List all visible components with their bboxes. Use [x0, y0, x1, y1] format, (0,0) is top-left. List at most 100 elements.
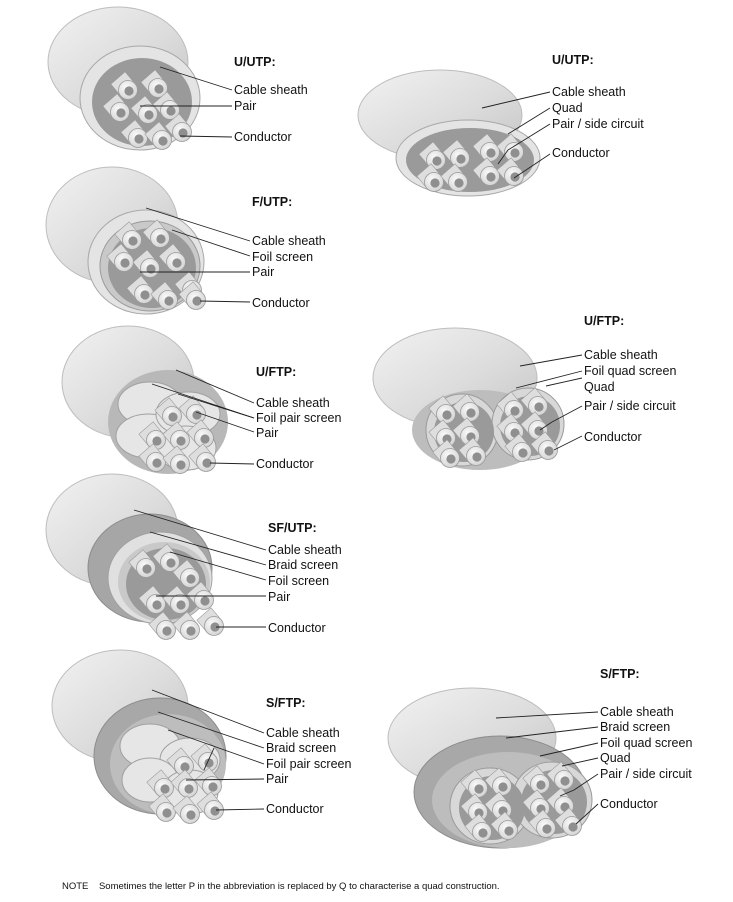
conductor-core	[142, 564, 152, 574]
label-braid-screen: Braid screen	[268, 558, 338, 572]
conductor-core	[176, 436, 186, 446]
conductor-core	[166, 106, 176, 116]
u-utp-pair-cable: U/UTP: Cable sheath Pair Conductor	[47, 6, 308, 151]
conductor-core	[162, 808, 172, 818]
conductor-core	[116, 108, 126, 118]
cores	[128, 543, 224, 640]
conductor-core	[176, 460, 186, 470]
diagram-title: U/UTP:	[552, 53, 594, 67]
conductor-core	[454, 178, 464, 188]
cores	[138, 395, 216, 474]
conductor-core	[472, 452, 482, 462]
label-foil-quad-screen: Foil quad screen	[584, 364, 676, 378]
label-pair: Pair	[234, 99, 256, 113]
label-cable-sheath: Cable sheath	[268, 543, 342, 557]
cores	[102, 69, 192, 150]
conductor-core	[200, 596, 210, 606]
conductor-core	[474, 784, 484, 794]
label-cable-sheath: Cable sheath	[234, 83, 308, 97]
conductor-core	[202, 458, 212, 468]
conductor-core	[152, 600, 162, 610]
label-braid-screen: Braid screen	[266, 741, 336, 755]
conductor-core	[184, 784, 194, 794]
conductor-core	[162, 626, 172, 636]
conductor-core	[498, 782, 508, 792]
cores	[106, 219, 206, 310]
cores	[428, 387, 558, 468]
cable-drawing	[372, 327, 565, 470]
diagram-title: U/FTP:	[256, 365, 296, 379]
conductor-core	[176, 600, 186, 610]
conductor-core	[204, 758, 214, 768]
label-pair: Pair	[252, 265, 274, 279]
label-pair-side-circuit: Pair / side circuit	[552, 117, 644, 131]
conductor-core	[208, 782, 218, 792]
label-quad: Quad	[584, 380, 615, 394]
s-ftp-pair-cable: S/FTP: Cable sheath Braid screen Foil pa…	[51, 649, 351, 824]
cable-drawing	[357, 69, 541, 197]
sf-utp-pair-cable: SF/UTP: Cable sheath Braid screen Foil s…	[45, 473, 342, 640]
conductor-core	[466, 408, 476, 418]
conductor-core	[186, 574, 196, 584]
conductor-core	[144, 110, 154, 120]
label-conductor: Conductor	[268, 621, 326, 635]
conductor-core	[186, 626, 196, 636]
conductor-core	[542, 824, 552, 834]
label-foil-screen: Foil screen	[252, 250, 313, 264]
cable-drawing	[61, 325, 228, 474]
label-foil-pair-screen: Foil pair screen	[266, 757, 351, 771]
conductor-core	[200, 434, 210, 444]
conductor-core	[560, 776, 570, 786]
conductor-core	[124, 86, 134, 96]
conductor-core	[152, 436, 162, 446]
label-cable-sheath: Cable sheath	[256, 396, 330, 410]
s-ftp-quad-cable: S/FTP: Cable sheath Braid screen Foil qu…	[387, 667, 692, 849]
label-conductor: Conductor	[266, 802, 324, 816]
conductor-core	[430, 178, 440, 188]
conductor-core	[510, 406, 520, 416]
diagram-title: SF/UTP:	[268, 521, 317, 535]
label-pair: Pair	[256, 426, 278, 440]
label-foil-pair-screen: Foil pair screen	[256, 411, 341, 425]
conductor-core	[518, 448, 528, 458]
diagram-title: S/FTP:	[266, 696, 306, 710]
conductor-core	[510, 148, 520, 158]
label-foil-screen: Foil screen	[268, 574, 329, 588]
conductor-core	[432, 156, 442, 166]
conductor-core	[120, 258, 130, 268]
conductor-core	[164, 296, 174, 306]
u-utp-quad-cable: U/UTP: Cable sheath Quad Pair / side cir…	[357, 53, 644, 197]
cable-drawing	[47, 6, 201, 151]
conductor-core	[478, 828, 488, 838]
u-ftp-quad-cable: U/FTP: Cable sheath Foil quad screen Qua…	[372, 314, 676, 470]
label-conductor: Conductor	[256, 457, 314, 471]
conductor-core	[446, 454, 456, 464]
conductor-core	[128, 236, 138, 246]
diagram-title: S/FTP:	[600, 667, 640, 681]
cable-drawing	[51, 649, 227, 824]
conductor-core	[192, 296, 202, 306]
conductor-core	[154, 84, 164, 94]
conductor-core	[158, 136, 168, 146]
conductor-core	[456, 154, 466, 164]
cable-drawing	[45, 166, 206, 315]
conductor-core	[442, 410, 452, 420]
conductor-core	[474, 808, 484, 818]
label-conductor: Conductor	[584, 430, 642, 444]
label-pair: Pair	[266, 772, 288, 786]
conductor-core	[146, 264, 156, 274]
conductor-core	[180, 762, 190, 772]
label-foil-quad-screen: Foil quad screen	[600, 736, 692, 750]
cable-drawing	[387, 687, 593, 849]
label-pair-side-circuit: Pair / side circuit	[584, 399, 676, 413]
conductor-core	[156, 234, 166, 244]
diagram-title: U/UTP:	[234, 55, 276, 69]
conductor-core	[486, 172, 496, 182]
cores	[146, 743, 224, 824]
label-quad: Quad	[552, 101, 583, 115]
conductor-core	[172, 258, 182, 268]
conductor-core	[442, 434, 452, 444]
conductor-core	[152, 458, 162, 468]
conductor-core	[168, 412, 178, 422]
